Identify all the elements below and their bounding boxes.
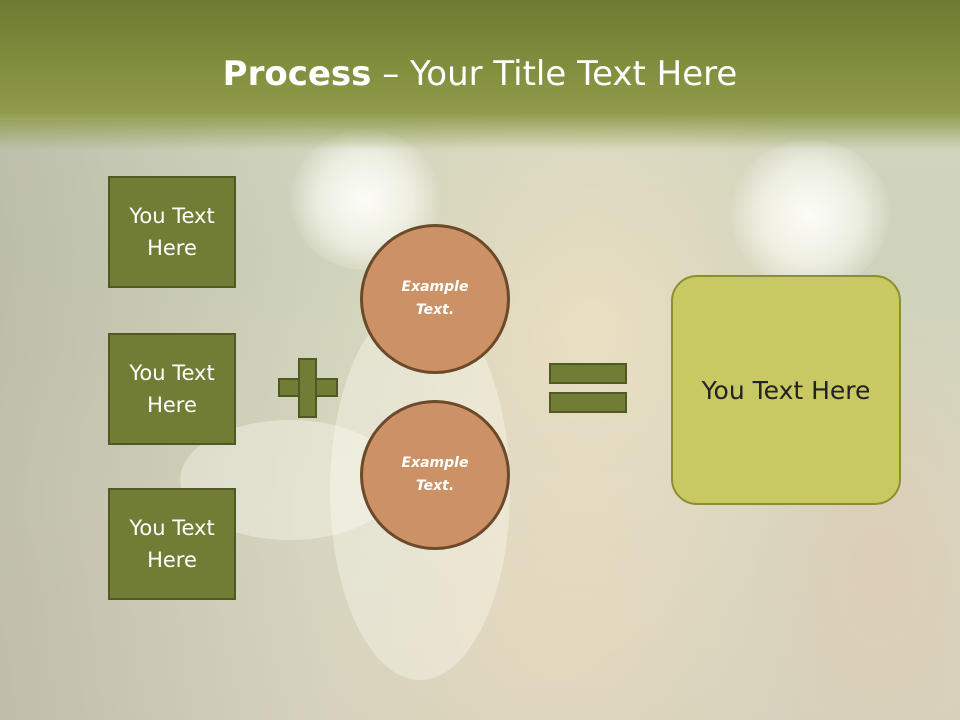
circle-1: Example Text. <box>360 224 510 374</box>
slide-title: Process – Your Title Text Here <box>0 52 960 96</box>
circle-2: Example Text. <box>360 400 510 550</box>
title-bar <box>0 0 960 150</box>
title-bold: Process <box>222 54 372 94</box>
left-box-1: You Text Here <box>108 176 236 288</box>
result-box: You Text Here <box>671 275 901 505</box>
circle-label: Example Text. <box>401 279 469 318</box>
left-box-label: You Text Here <box>129 361 215 417</box>
title-separator: – <box>371 54 411 94</box>
background-flower <box>730 140 890 290</box>
left-box-2: You Text Here <box>108 333 236 445</box>
left-box-3: You Text Here <box>108 488 236 600</box>
left-box-label: You Text Here <box>129 516 215 572</box>
left-box-label: You Text Here <box>129 204 215 260</box>
title-text: Your Title Text Here <box>410 54 738 94</box>
result-label: You Text Here <box>701 375 871 405</box>
circle-label: Example Text. <box>401 455 469 494</box>
plus-icon <box>278 358 338 418</box>
